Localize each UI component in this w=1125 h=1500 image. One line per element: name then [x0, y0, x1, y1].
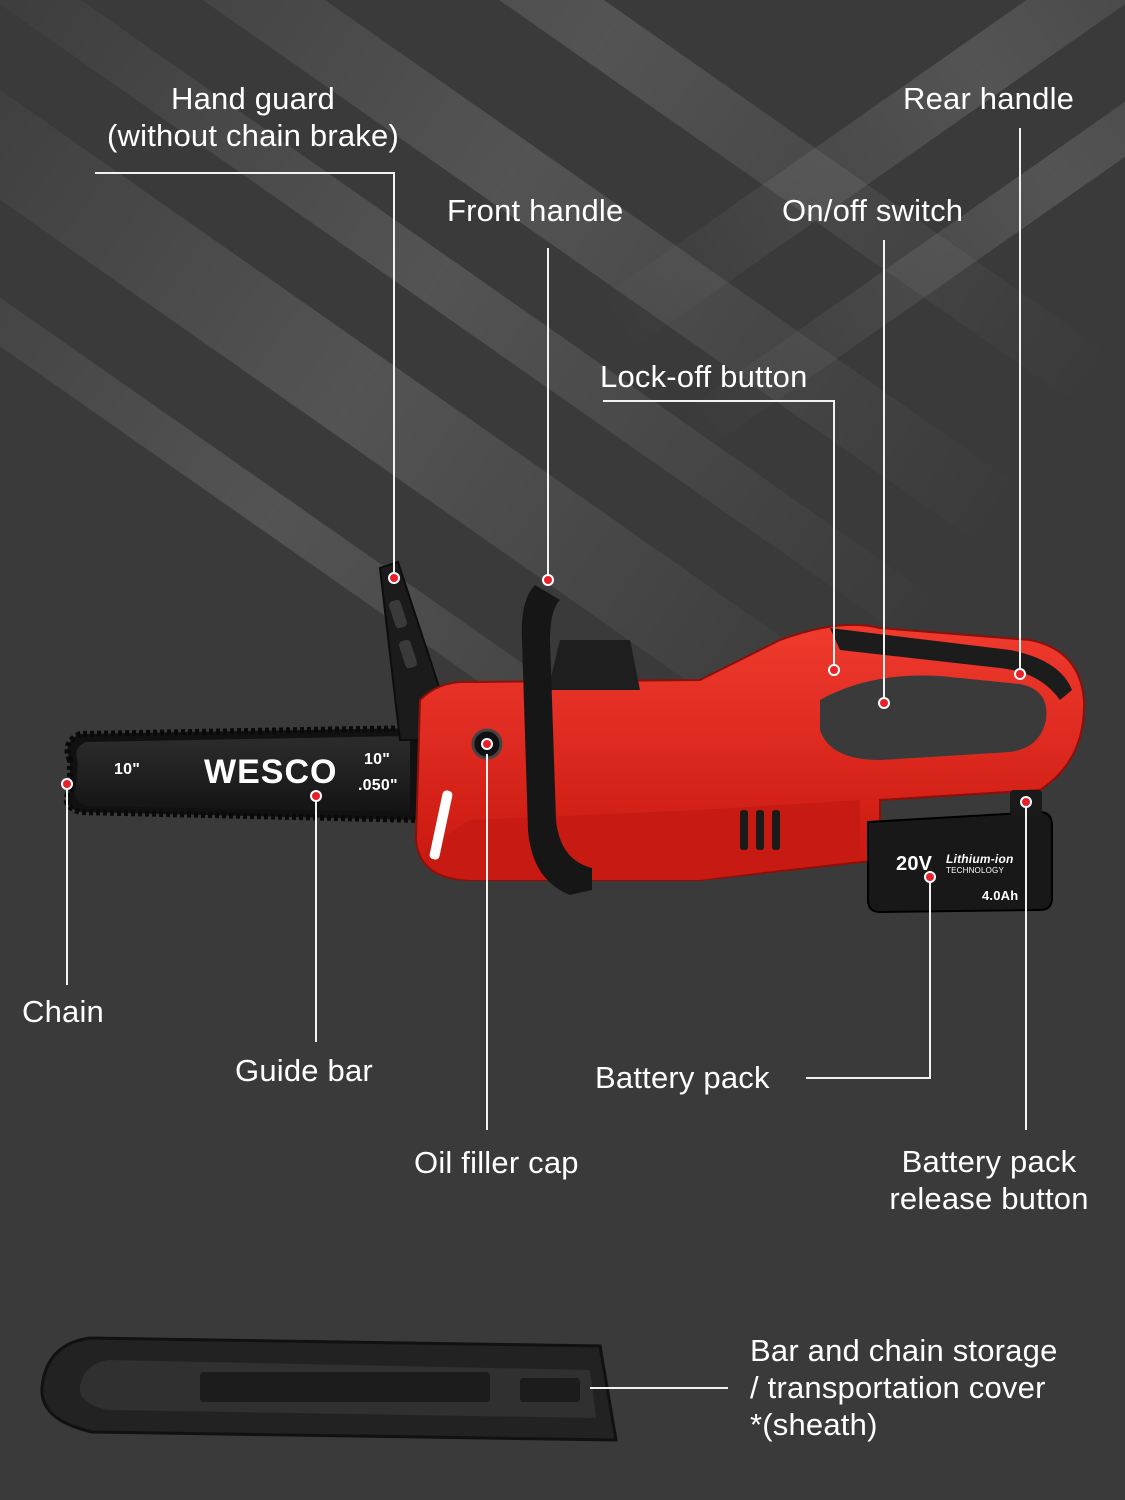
sheath-label-line3: *(sheath)	[750, 1407, 878, 1442]
chainsaw-illustration	[63, 560, 1086, 914]
battery-release-label-line2: release button	[889, 1181, 1089, 1216]
lock-off-button-label: Lock-off button	[600, 359, 808, 394]
battery-tech-marking: TECHNOLOGY	[946, 866, 1005, 875]
sheath-label-line2: / transportation cover	[750, 1370, 1046, 1405]
bar-length-marking: 10"	[364, 751, 390, 768]
bar-gauge-marking: .050"	[358, 777, 398, 794]
guide-bar-label: Guide bar	[235, 1053, 373, 1088]
rear-handle-label: Rear handle	[903, 81, 1075, 116]
hand-guard-label: Hand guard (without chain brake)	[78, 80, 428, 154]
battery-release-label-line1: Battery pack	[901, 1144, 1077, 1179]
hand-guard-label-line2: (without chain brake)	[107, 118, 399, 153]
chain-label: Chain	[22, 994, 104, 1029]
sheath-illustration	[40, 1336, 618, 1442]
battery-capacity-marking: 4.0Ah	[982, 888, 1019, 903]
battery-chem-marking: Lithium-ion	[946, 852, 1014, 866]
sheath-label: Bar and chain storage / transportation c…	[750, 1332, 1058, 1443]
oil-filler-cap-label: Oil filler cap	[414, 1145, 579, 1180]
sheath-label-line1: Bar and chain storage	[750, 1333, 1058, 1368]
bar-length-marking-left: 10"	[114, 761, 140, 778]
battery-release-label: Battery pack release button	[870, 1143, 1108, 1217]
battery-voltage-marking: 20V	[896, 853, 933, 875]
battery-pack-label: Battery pack	[595, 1060, 770, 1095]
on-off-switch-label: On/off switch	[782, 193, 964, 228]
front-handle-label: Front handle	[447, 193, 624, 228]
hand-guard-label-line1: Hand guard	[170, 81, 335, 116]
bar-brand-marking: WESCO	[204, 753, 338, 791]
